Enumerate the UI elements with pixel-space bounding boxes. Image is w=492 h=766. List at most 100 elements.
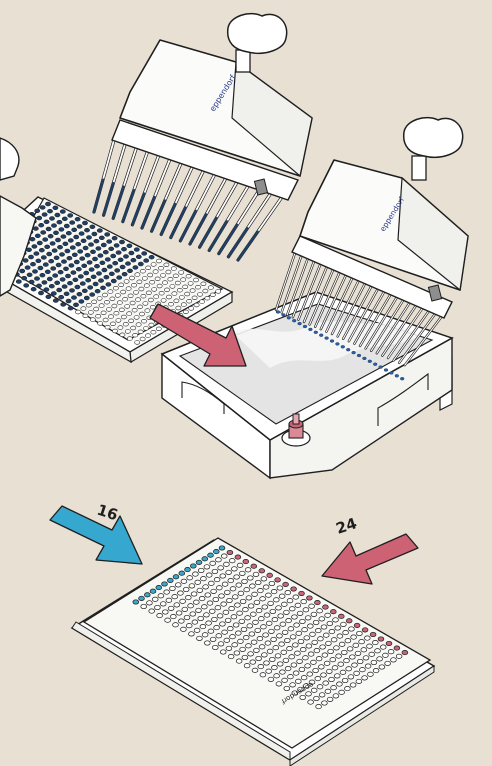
plate-well <box>43 219 50 225</box>
plate-well <box>95 246 102 251</box>
plate-well <box>71 227 78 233</box>
plate-well <box>120 314 127 320</box>
plate-well <box>197 292 203 297</box>
plate-well <box>148 255 155 260</box>
plate-well <box>117 325 124 330</box>
plate-well <box>362 655 370 661</box>
pipette-tip-body <box>376 299 412 354</box>
pipette-tip-body <box>297 260 323 321</box>
plate-well <box>216 585 223 591</box>
plate-well <box>98 303 105 308</box>
plate-well <box>218 545 226 551</box>
plate-well <box>85 278 92 283</box>
plate-well <box>291 690 299 696</box>
plate-well <box>38 290 44 296</box>
plate-well <box>353 622 361 628</box>
plate-well <box>140 294 147 299</box>
plate-well <box>167 577 174 583</box>
plate-well <box>342 630 349 636</box>
plate-well <box>241 654 249 661</box>
plate-well <box>242 559 250 565</box>
plate-well <box>185 274 192 279</box>
plate-well <box>303 635 311 641</box>
plate-well <box>147 272 154 278</box>
plate-well <box>90 274 97 279</box>
plate-well <box>282 581 289 587</box>
plate-well <box>138 595 145 601</box>
plate-well <box>250 639 258 645</box>
plate-well <box>70 270 77 275</box>
plate-well <box>283 685 291 692</box>
plate-well <box>292 670 300 676</box>
plate-well <box>338 641 346 647</box>
plate-well <box>158 291 165 296</box>
plate-well <box>59 252 65 257</box>
plate-well <box>76 224 83 229</box>
plate-well <box>56 287 63 293</box>
pipette-tip-liquid <box>92 178 105 214</box>
plate-well <box>51 223 57 228</box>
plate-well <box>353 670 360 676</box>
plate-well <box>257 588 264 594</box>
plate-well <box>274 653 282 659</box>
plate-well <box>160 273 166 278</box>
plate-well <box>19 268 26 274</box>
plate-well <box>193 302 200 308</box>
plate-well <box>231 642 238 648</box>
plate-well <box>99 260 106 265</box>
plate-well <box>321 700 328 706</box>
plate-well <box>169 585 176 592</box>
plate-well <box>28 279 35 285</box>
plate-well <box>89 317 96 322</box>
plate-well <box>254 627 261 633</box>
plate-well <box>49 241 56 246</box>
plate-well <box>293 622 300 628</box>
plate-well <box>127 268 133 273</box>
plate-well <box>123 279 130 284</box>
plate-well <box>223 561 230 567</box>
plate-well <box>242 635 250 641</box>
plate-well <box>187 281 194 286</box>
plate-well <box>294 602 302 608</box>
plate-well <box>187 603 194 609</box>
plate-well <box>193 277 199 283</box>
plate-well <box>304 663 311 669</box>
plate-well <box>104 257 111 262</box>
columns-arrow-icon <box>321 533 419 585</box>
plate-well <box>201 556 209 562</box>
plate-well <box>258 616 265 622</box>
pipette-tip-body <box>325 274 355 333</box>
tip-contact-dot <box>340 345 345 349</box>
plate-well <box>65 273 71 279</box>
plate-well <box>76 292 83 297</box>
plate-well <box>201 632 209 638</box>
plate-well <box>180 578 188 584</box>
plate-well <box>114 268 121 273</box>
plate-well <box>132 265 139 270</box>
plate-well <box>336 633 344 639</box>
plate-well <box>41 280 48 285</box>
plate-well <box>65 298 72 304</box>
plate-well <box>166 294 172 300</box>
plate-well <box>52 205 59 211</box>
plate-well <box>338 613 345 619</box>
plate-well <box>22 258 29 263</box>
plate-well <box>257 664 265 670</box>
plate-well <box>80 306 87 311</box>
plate-well <box>106 239 113 244</box>
plate-well <box>126 243 133 249</box>
plate-well <box>155 326 162 331</box>
plate-well <box>307 651 315 657</box>
plate-well <box>107 289 114 294</box>
plate-well <box>115 250 122 255</box>
plate-well <box>190 591 198 597</box>
plate-well <box>322 680 329 686</box>
plate-well <box>200 576 207 582</box>
plate-well <box>83 270 90 276</box>
plate-well <box>345 666 352 672</box>
plate-well <box>164 287 170 292</box>
plate-well <box>295 678 302 684</box>
plate-well <box>61 216 68 222</box>
plate-well <box>332 693 340 699</box>
plate-well <box>310 687 318 693</box>
